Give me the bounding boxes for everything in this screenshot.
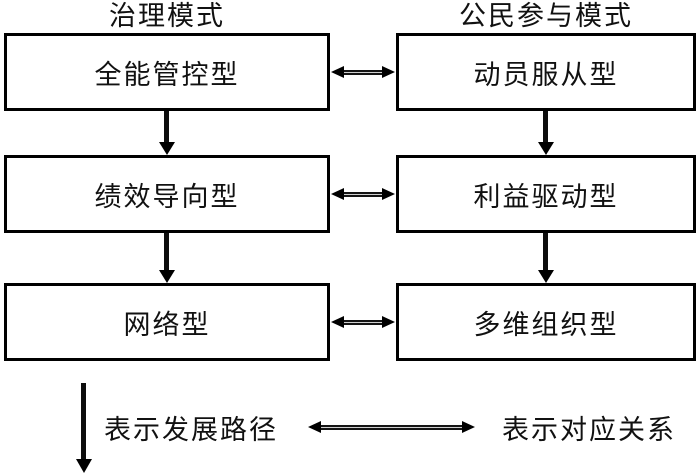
box-omnipotent-control: 全能管控型 [4,33,330,111]
legend-down-arrowhead-icon [76,459,92,473]
governance-column-header: 治理模式 [109,1,225,31]
arrowhead-right-icon [462,421,475,433]
participation-column-header: 公民参与模式 [459,1,633,31]
double-arrow-icon [331,65,395,79]
arrowhead-down-icon [538,270,554,283]
box-performance-oriented: 绩效导向型 [4,155,330,233]
double-arrow-icon [331,315,395,329]
legend-development-path-label: 表示发展路径 [104,415,278,445]
arrow-shaft [344,69,382,75]
arrowhead-right-icon [382,316,395,328]
arrowhead-down-icon [159,270,175,283]
box-mobilized-obedience: 动员服从型 [396,33,696,111]
box-network-type: 网络型 [4,283,330,361]
double-arrow-icon [331,187,395,201]
arrowhead-down-icon [159,142,175,155]
box-interest-driven: 利益驱动型 [396,155,696,233]
arrowhead-left-icon [331,316,344,328]
legend-correspondence-label: 表示对应关系 [502,415,676,445]
box-multidimensional-organization: 多维组织型 [396,283,696,361]
arrowhead-down-icon [538,142,554,155]
arrowhead-left-icon [331,188,344,200]
arrow-shaft [321,424,462,430]
arrowhead-left-icon [331,66,344,78]
arrowhead-left-icon [308,421,321,433]
legend-down-arrow-icon [81,383,86,460]
arrow-shaft [543,233,548,271]
arrow-shaft [344,319,382,325]
arrow-shaft [344,191,382,197]
arrow-shaft [543,111,548,143]
arrowhead-right-icon [382,66,395,78]
arrowhead-right-icon [382,188,395,200]
legend-double-arrow-icon [308,420,475,434]
arrow-shaft [164,233,169,271]
arrow-shaft [164,111,169,143]
